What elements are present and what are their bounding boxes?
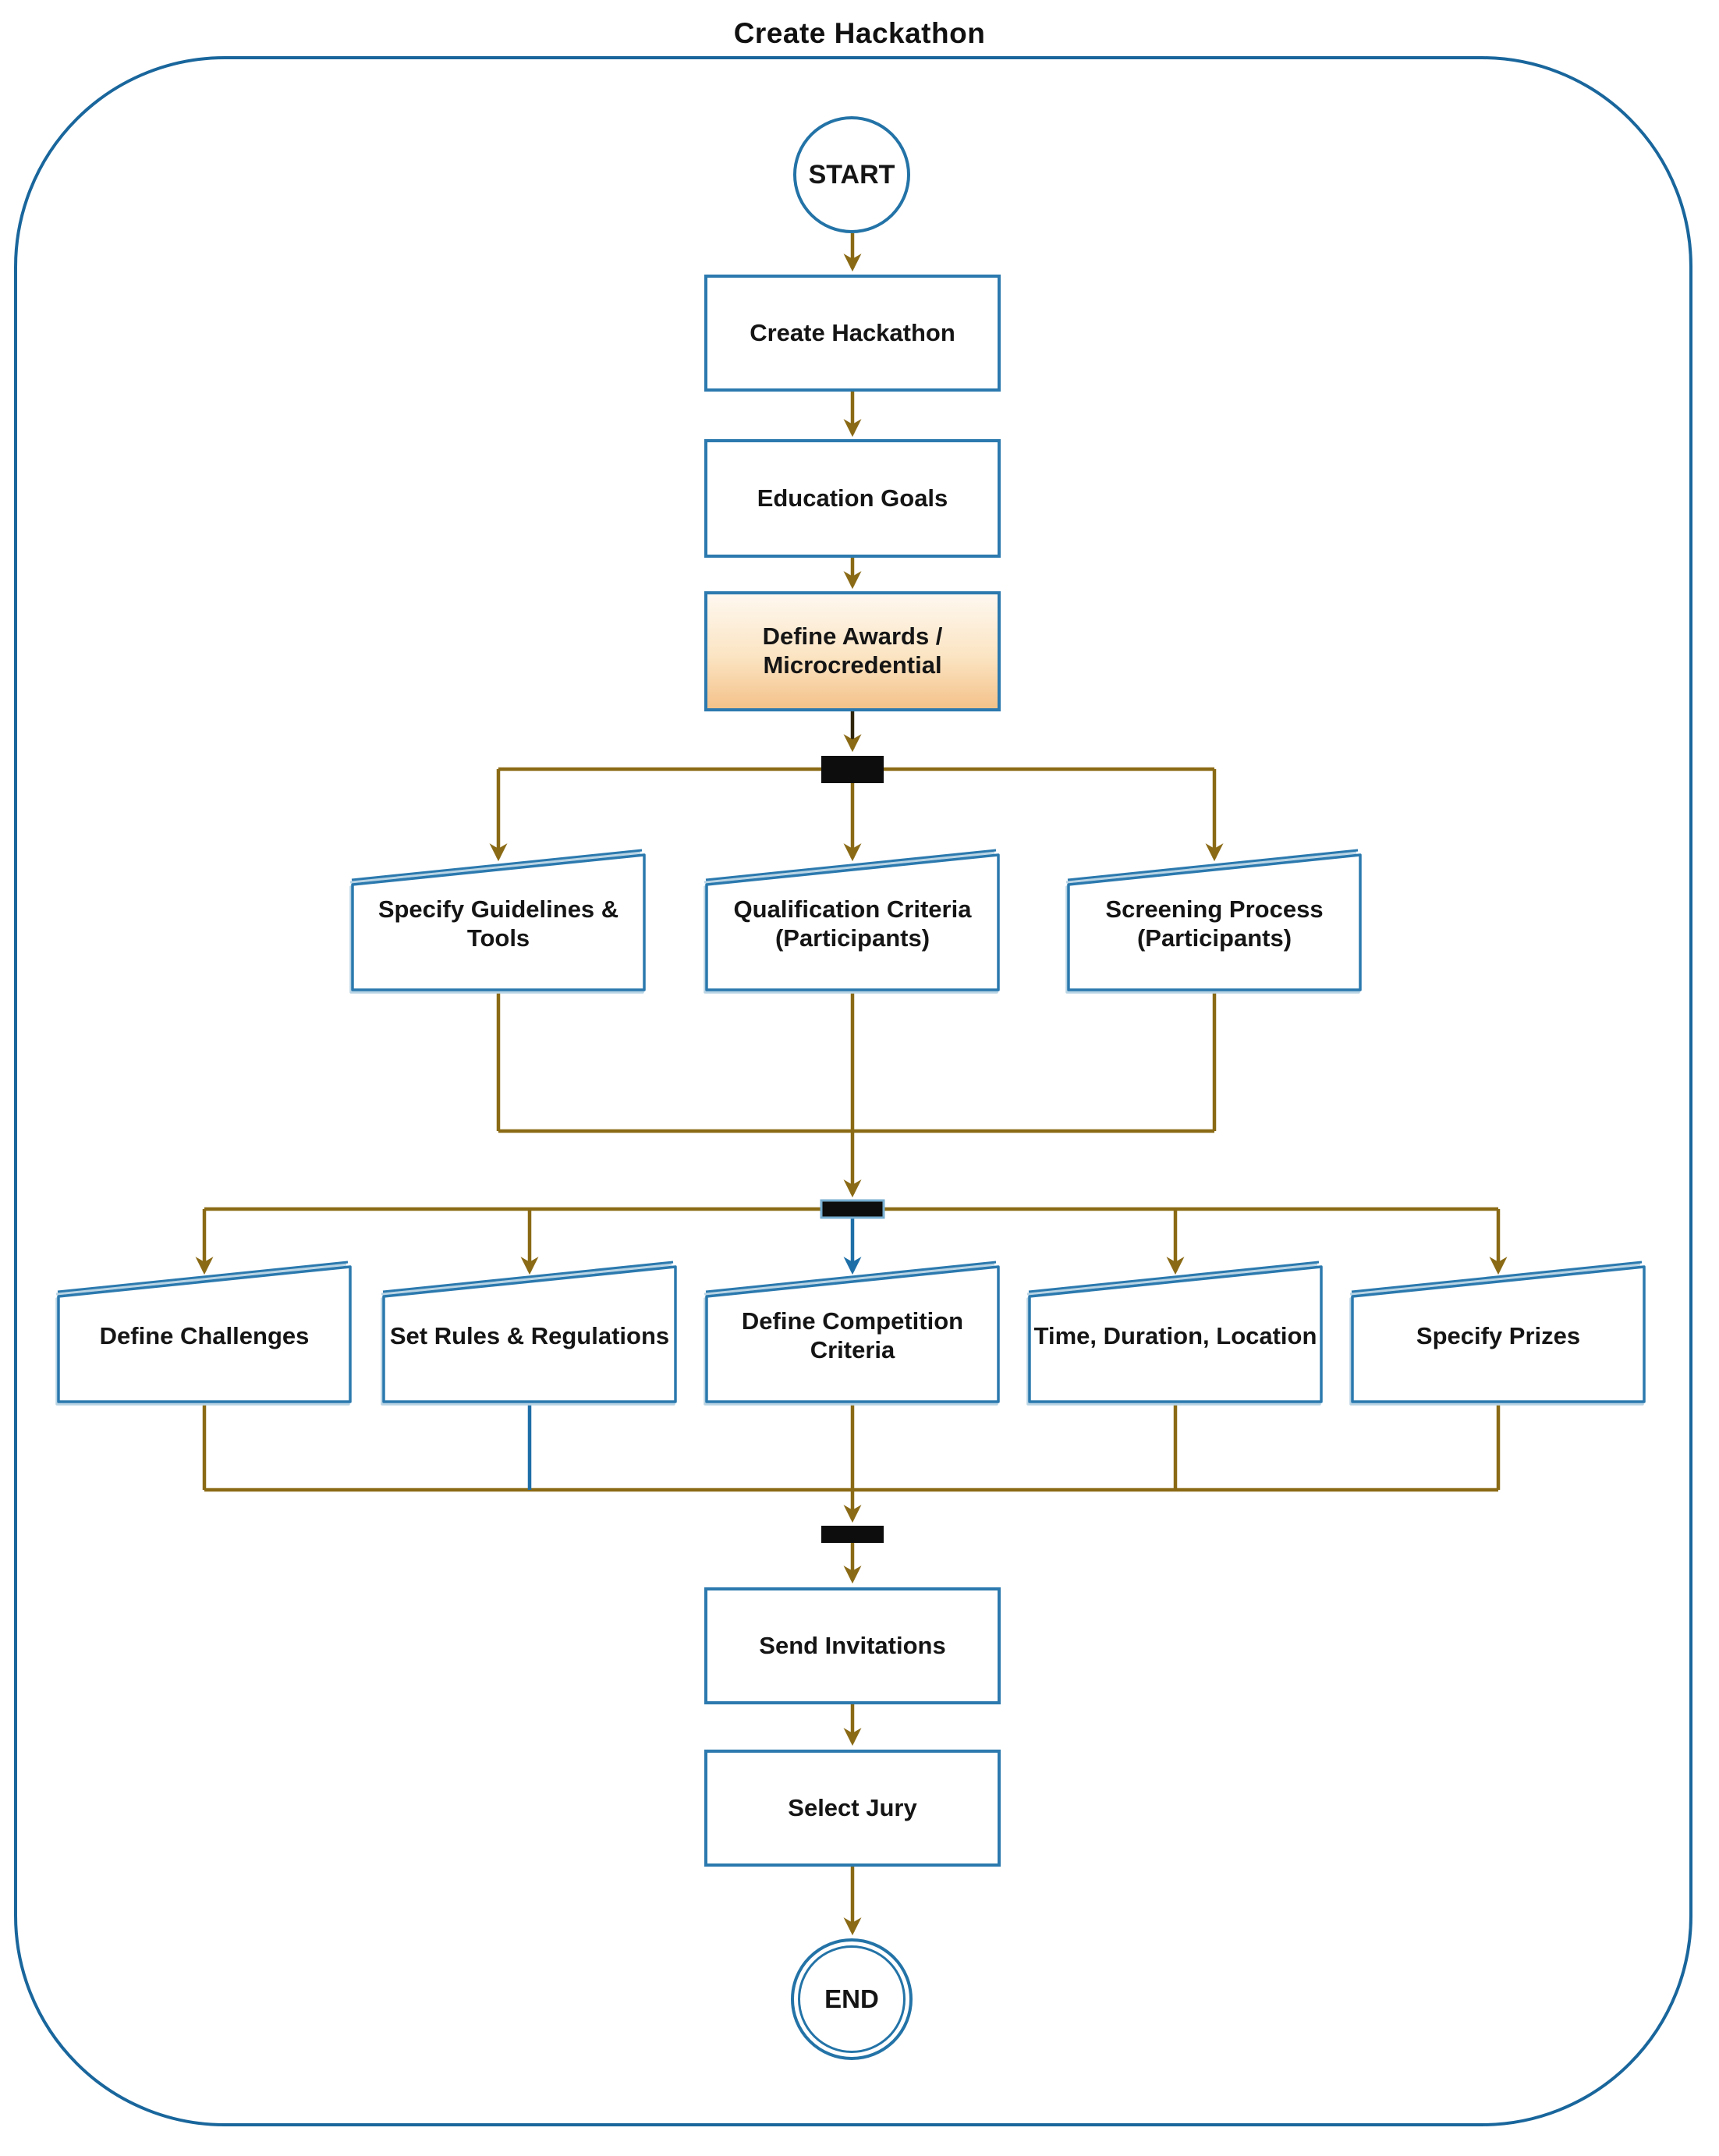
- flow-node-qualification-criteria: Qualification Criteria (Participants): [704, 847, 1001, 992]
- flow-node-specify-guidelines: Specify Guidelines & Tools: [350, 847, 647, 992]
- flow-node-end: END: [791, 1938, 913, 2060]
- diagram-frame: [14, 56, 1692, 2126]
- flow-node-education-goals: Education Goals: [704, 439, 1001, 558]
- flow-node-start: START: [793, 116, 910, 233]
- flow-node-label: END: [824, 1984, 879, 2013]
- flow-node-label: Screening Process (Participants): [1105, 895, 1324, 952]
- flow-node-create-hackathon: Create Hackathon: [704, 275, 1001, 392]
- diagram-title: Create Hackathon: [733, 17, 986, 49]
- flow-node-define-competition: Define Competition Criteria: [704, 1259, 1001, 1404]
- flow-node-label: Define Challenges: [99, 1321, 310, 1349]
- flow-node-define-awards: Define Awards / Microcredential: [704, 591, 1001, 711]
- flow-node-specify-prizes: Specify Prizes: [1350, 1259, 1646, 1404]
- flow-node-set-rules: Set Rules & Regulations: [381, 1259, 678, 1404]
- flow-node-label: Specify Prizes: [1416, 1321, 1581, 1349]
- flow-node-label: Define Competition Criteria: [741, 1307, 964, 1363]
- flow-node-label: START: [808, 159, 895, 190]
- flow-node-screening-process: Screening Process (Participants): [1066, 847, 1363, 992]
- flow-node-label: Qualification Criteria (Participants): [733, 895, 972, 952]
- flow-node-label: Create Hackathon: [750, 318, 955, 346]
- flow-node-label: Education Goals: [757, 484, 948, 512]
- flow-node-time-duration-location: Time, Duration, Location: [1027, 1259, 1324, 1404]
- flow-node-label: Send Invitations: [759, 1631, 946, 1659]
- flow-node-label: Specify Guidelines & Tools: [377, 895, 619, 952]
- flow-node-label: Define Awards / Microcredential: [762, 622, 943, 679]
- flow-node-label: Set Rules & Regulations: [389, 1321, 670, 1349]
- flow-node-send-invitations: Send Invitations: [704, 1587, 1001, 1704]
- flow-node-label: Time, Duration, Location: [1033, 1321, 1317, 1349]
- flow-node-select-jury: Select Jury: [704, 1750, 1001, 1867]
- end-inner-ring: END: [798, 1945, 906, 2053]
- flow-node-label: Select Jury: [788, 1793, 917, 1821]
- flow-node-define-challenges: Define Challenges: [56, 1259, 353, 1404]
